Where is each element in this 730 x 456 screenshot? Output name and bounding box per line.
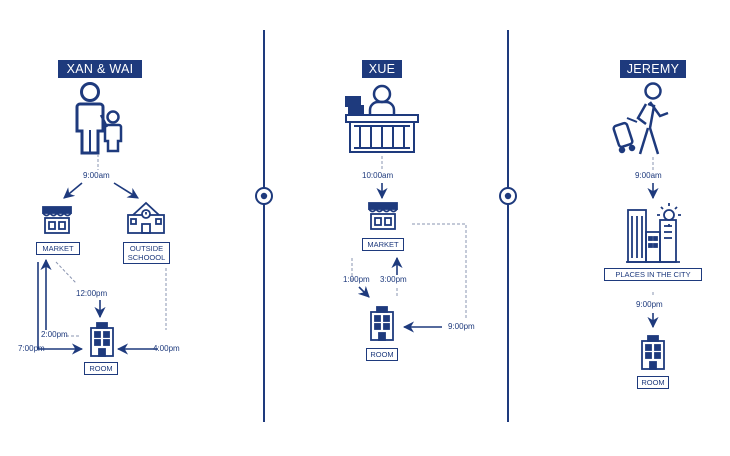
xw-arrow-market <box>63 182 83 199</box>
xw-time-1200: 12:00pm <box>76 289 108 298</box>
xue-time-900: 9:00pm <box>448 322 475 331</box>
xue-dash-9pm <box>412 223 467 318</box>
room-building-icon <box>641 335 665 370</box>
xw-time-700: 7:00pm <box>18 344 45 353</box>
xw-arrow-school <box>113 182 139 199</box>
xw-dash-noon <box>55 261 77 284</box>
market-icon <box>368 202 398 230</box>
school-icon <box>127 201 165 234</box>
xw-school-line2: SCHOOOL <box>127 253 166 262</box>
xw-location-room: ROOM <box>84 362 118 375</box>
header-xan-wai: XAN & WAI <box>58 60 142 78</box>
header-jeremy: JEREMY <box>620 60 686 78</box>
xue-time-300: 3:00pm <box>380 275 407 284</box>
xue-location-room: ROOM <box>366 348 398 361</box>
room-building-icon <box>370 306 394 341</box>
room-building-icon <box>90 322 114 357</box>
xue-time-start: 10:00am <box>362 171 394 180</box>
xue-arrow-1pm <box>357 285 370 298</box>
xw-time-400: 4:00pm <box>153 344 180 353</box>
xue-time-100: 1:00pm <box>343 275 370 284</box>
xw-arrow-market-to-room <box>37 262 84 355</box>
jeremy-time-900: 9:00pm <box>636 300 663 309</box>
vendor-stall-icon <box>345 84 419 153</box>
xw-school-line1: OUTSIDE <box>129 244 164 253</box>
xw-location-market: MARKET <box>36 242 80 255</box>
parent-child-icon <box>75 82 123 155</box>
xw-location-school: OUTSIDE SCHOOOL <box>123 242 170 264</box>
xw-time-200: 2:00pm <box>41 330 68 339</box>
jeremy-location-city: PLACES IN THE CITY <box>604 268 702 281</box>
divider-right <box>499 30 517 422</box>
xw-time-start: 9:00am <box>83 171 110 180</box>
header-xue: XUE <box>362 60 402 78</box>
market-icon <box>42 206 72 234</box>
jeremy-location-room: ROOM <box>637 376 669 389</box>
traveler-icon <box>612 82 669 155</box>
divider-left <box>255 30 273 422</box>
city-icon <box>626 203 681 263</box>
jeremy-time-start: 9:00am <box>635 171 662 180</box>
xue-location-market: MARKET <box>362 238 404 251</box>
